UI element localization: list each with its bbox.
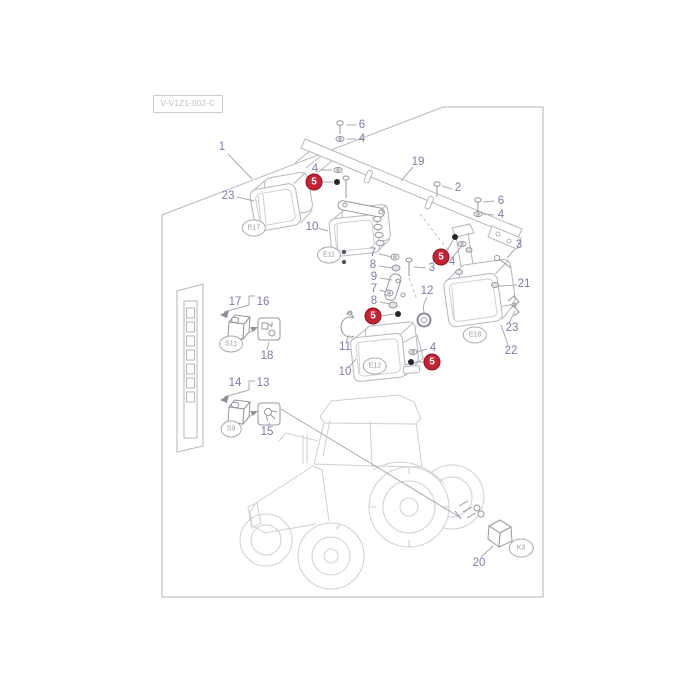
callout-15: 15 (260, 426, 274, 438)
callout-16: 16 (256, 296, 270, 308)
ring-12 (416, 312, 432, 328)
dashed-leaders (408, 213, 449, 301)
grommet-5-middle (395, 311, 401, 317)
tractor-drawing (239, 394, 485, 590)
callout-3: 3 (428, 262, 436, 274)
ref-e18: E18 (462, 326, 488, 344)
hardware-under-e12 (408, 348, 418, 365)
callout-6: 6 (497, 195, 505, 207)
callout-8: 8 (369, 259, 377, 271)
callout-7: 7 (370, 283, 378, 295)
callout-19: 19 (411, 156, 425, 168)
callout-20: 20 (472, 557, 486, 569)
ref-s9: S9 (220, 420, 242, 438)
arrowheads (220, 310, 258, 416)
ref-e12: E12 (362, 357, 388, 375)
relay-20-k3 (454, 500, 513, 548)
callout-6: 6 (358, 119, 366, 131)
ref-s11: S11 (219, 335, 243, 353)
callout-1: 1 (218, 141, 226, 153)
switch-panel (176, 283, 204, 453)
grommet-5-bottom (408, 359, 414, 365)
callout-14: 14 (228, 377, 242, 389)
callout-4: 4 (311, 163, 319, 175)
callout-10: 10 (338, 366, 352, 378)
callout-8: 8 (370, 295, 378, 307)
mounting-bar-19 (294, 138, 523, 250)
callout-4: 4 (429, 342, 437, 354)
harness-line (280, 408, 462, 519)
work-lamp-23-e17 (249, 171, 313, 232)
symbol-box-15 (257, 402, 281, 426)
hardware-middle (340, 249, 432, 338)
callout-3: 3 (515, 239, 523, 251)
callout-4: 4 (497, 209, 505, 221)
lamp-e18-nuts (455, 269, 520, 317)
nut-21 (491, 282, 499, 288)
clamp-11 (340, 311, 355, 338)
highlight-badge-5: 5 (423, 353, 441, 371)
ref-e11: E11 (317, 246, 341, 264)
symbol-box-18 (257, 317, 281, 341)
callout-18: 18 (260, 350, 274, 362)
clip-23 (507, 295, 520, 317)
work-lamp-e18 (443, 259, 516, 328)
switch-s11 (227, 314, 251, 341)
callout-11: 11 (339, 341, 351, 353)
ref-e17: E17 (241, 219, 267, 237)
drawing-code: V-V1Z1-002-C (153, 95, 223, 113)
grommet-5-right (452, 234, 458, 240)
hardware-top (333, 120, 512, 269)
grommet-5-left (334, 179, 340, 185)
callout-23: 23 (221, 190, 235, 202)
frame-border (161, 106, 544, 598)
callout-7: 7 (369, 247, 377, 259)
callout-2: 2 (454, 182, 462, 194)
callout-17: 17 (228, 296, 242, 308)
callout-23: 23 (505, 322, 519, 334)
ref-k3: K3 (508, 538, 534, 558)
highlight-badge-5: 5 (305, 173, 323, 191)
highlight-badge-5: 5 (364, 307, 382, 325)
callout-4: 4 (448, 256, 456, 268)
leader-lines (223, 124, 518, 558)
highlight-badge-5: 5 (432, 248, 450, 266)
link-arm-and-stack (337, 200, 385, 247)
callout-12: 12 (420, 285, 434, 297)
callout-21: 21 (517, 278, 531, 290)
callout-10: 10 (305, 221, 319, 233)
callout-22: 22 (504, 345, 518, 357)
callout-13: 13 (256, 377, 270, 389)
callout-4: 4 (358, 133, 366, 145)
callout-9: 9 (370, 271, 378, 283)
